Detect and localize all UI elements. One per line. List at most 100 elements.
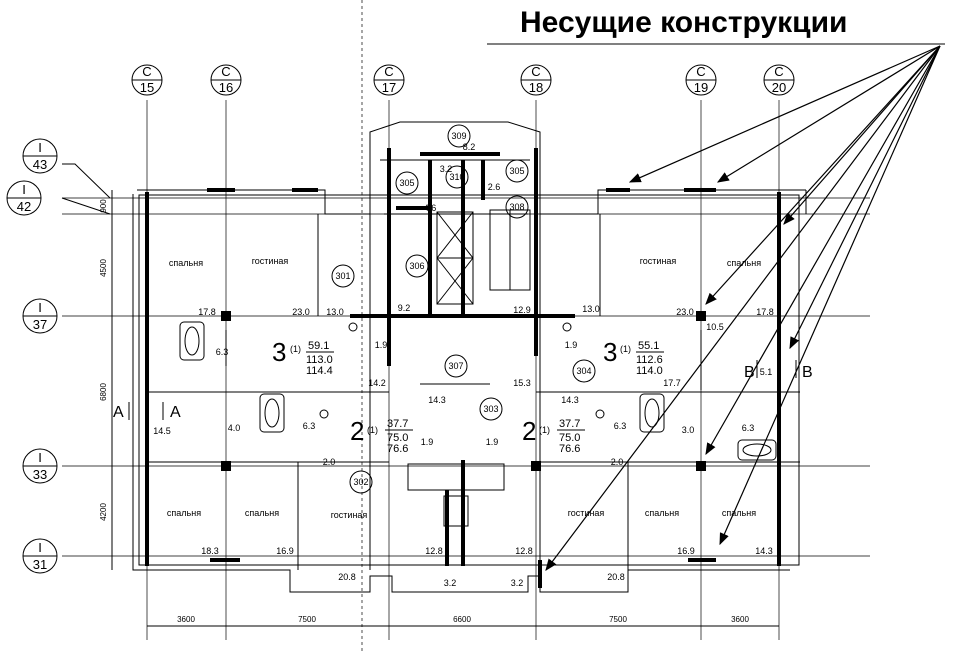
svg-text:33: 33	[33, 467, 47, 482]
svg-text:37.7: 37.7	[387, 418, 408, 430]
svg-text:9.2: 9.2	[398, 303, 411, 313]
svg-text:гостиная: гостиная	[331, 510, 368, 520]
svg-text:303: 303	[483, 404, 498, 414]
svg-text:114.4: 114.4	[306, 365, 333, 377]
svg-text:37: 37	[33, 317, 47, 332]
svg-text:43: 43	[33, 157, 47, 172]
svg-text:6.3: 6.3	[216, 347, 229, 357]
svg-text:С: С	[142, 64, 151, 79]
svg-text:6.3: 6.3	[303, 421, 316, 431]
svg-text:13.0: 13.0	[326, 307, 344, 317]
svg-text:С: С	[696, 64, 705, 79]
dimensions-vertical: 900 4500 6800 4200	[99, 190, 113, 570]
svg-text:55.1: 55.1	[638, 340, 659, 352]
svg-text:4.6: 4.6	[424, 203, 437, 213]
svg-text:42: 42	[17, 199, 31, 214]
svg-text:12.8: 12.8	[515, 546, 533, 556]
svg-text:3.2: 3.2	[444, 578, 457, 588]
apartment-info-3-left: 3 (1) 59.1 113.0 114.4	[272, 337, 334, 377]
svg-text:С: С	[384, 64, 393, 79]
axis-marker-i31: I 31	[22, 538, 58, 574]
dimensions-horizontal: 3600 7500 6600 7500 3600	[147, 615, 779, 627]
svg-text:С: С	[221, 64, 230, 79]
svg-text:114.0: 114.0	[636, 365, 663, 377]
fixtures	[179, 321, 777, 461]
svg-text:3.2: 3.2	[440, 164, 453, 174]
svg-text:4.0: 4.0	[228, 423, 241, 433]
annotation-arrows	[545, 45, 941, 571]
svg-text:I: I	[38, 140, 42, 155]
svg-text:23.0: 23.0	[292, 307, 310, 317]
svg-text:14.3: 14.3	[561, 395, 579, 405]
svg-text:2: 2	[522, 416, 536, 446]
axis-marker-i33: I 33	[22, 448, 58, 484]
svg-text:20.8: 20.8	[607, 572, 625, 582]
room-number-circles	[331, 124, 596, 494]
svg-text:13.0: 13.0	[582, 304, 600, 314]
axis-marker-c18: С 18	[520, 64, 552, 96]
svg-text:4500: 4500	[99, 259, 108, 277]
section-marks: A A B B	[113, 360, 813, 421]
svg-text:I: I	[38, 300, 42, 315]
svg-text:2.6: 2.6	[488, 182, 501, 192]
load-bearing-walls	[145, 148, 781, 588]
svg-text:305: 305	[509, 166, 524, 176]
svg-text:18: 18	[529, 80, 543, 95]
svg-text:3600: 3600	[177, 615, 195, 624]
svg-text:76.6: 76.6	[559, 443, 580, 455]
svg-text:7500: 7500	[298, 615, 316, 624]
svg-text:спальня: спальня	[245, 508, 279, 518]
svg-text:37.7: 37.7	[559, 418, 580, 430]
apartment-info-2-right: 2 (1) 37.7 75.0 76.6	[522, 416, 585, 455]
axis-marker-c19: С 19	[685, 64, 717, 96]
title: Несущие конструкции	[520, 6, 848, 39]
svg-text:59.1: 59.1	[308, 340, 329, 352]
axis-marker-i43: I 43	[22, 138, 58, 174]
svg-text:спальня: спальня	[167, 508, 201, 518]
svg-text:3.2: 3.2	[511, 578, 524, 588]
svg-text:С: С	[774, 64, 783, 79]
axis-marker-c20: С 20	[763, 64, 795, 96]
svg-text:спальня: спальня	[727, 258, 761, 268]
svg-text:спальня: спальня	[645, 508, 679, 518]
svg-text:1.9: 1.9	[565, 340, 578, 350]
svg-text:16.9: 16.9	[276, 546, 294, 556]
svg-text:I: I	[38, 540, 42, 555]
svg-text:305: 305	[399, 178, 414, 188]
svg-text:17: 17	[382, 80, 396, 95]
svg-text:гостиная: гостиная	[252, 256, 289, 266]
svg-text:гостиная: гостиная	[640, 256, 677, 266]
row-axis-markers: I 43 I 42 I 37 I 33 I 31	[6, 138, 58, 574]
svg-text:18.3: 18.3	[201, 546, 219, 556]
svg-text:14.3: 14.3	[755, 546, 773, 556]
svg-text:308: 308	[509, 202, 524, 212]
svg-text:14.2: 14.2	[368, 378, 386, 388]
svg-text:8.2: 8.2	[463, 142, 476, 152]
svg-text:309: 309	[451, 131, 466, 141]
svg-text:спальня: спальня	[169, 258, 203, 268]
room-numbers: 309 305 310 305 308 301 306 307 304 303 …	[335, 131, 591, 487]
svg-text:3.0: 3.0	[682, 425, 695, 435]
svg-text:75.0: 75.0	[387, 432, 408, 444]
svg-text:3: 3	[272, 337, 286, 367]
svg-text:75.0: 75.0	[559, 432, 580, 444]
room-labels: спальня гостиная гостиная спальня спальн…	[167, 256, 761, 520]
svg-text:15: 15	[140, 80, 154, 95]
svg-text:900: 900	[99, 199, 108, 213]
svg-text:17.8: 17.8	[756, 307, 774, 317]
axis-marker-i42: I 42	[6, 180, 42, 216]
svg-text:6800: 6800	[99, 383, 108, 401]
svg-text:6.3: 6.3	[742, 423, 755, 433]
svg-text:2.0: 2.0	[611, 457, 624, 467]
svg-text:310: 310	[449, 172, 464, 182]
svg-text:301: 301	[335, 271, 350, 281]
svg-text:113.0: 113.0	[306, 354, 333, 366]
svg-text:1.9: 1.9	[375, 340, 388, 350]
svg-text:12.8: 12.8	[425, 546, 443, 556]
axis-marker-c16: С 16	[210, 64, 242, 96]
svg-text:B: B	[744, 364, 755, 381]
svg-text:17.7: 17.7	[663, 378, 681, 388]
svg-text:A: A	[113, 404, 124, 421]
svg-text:76.6: 76.6	[387, 443, 408, 455]
svg-text:112.6: 112.6	[636, 354, 663, 366]
